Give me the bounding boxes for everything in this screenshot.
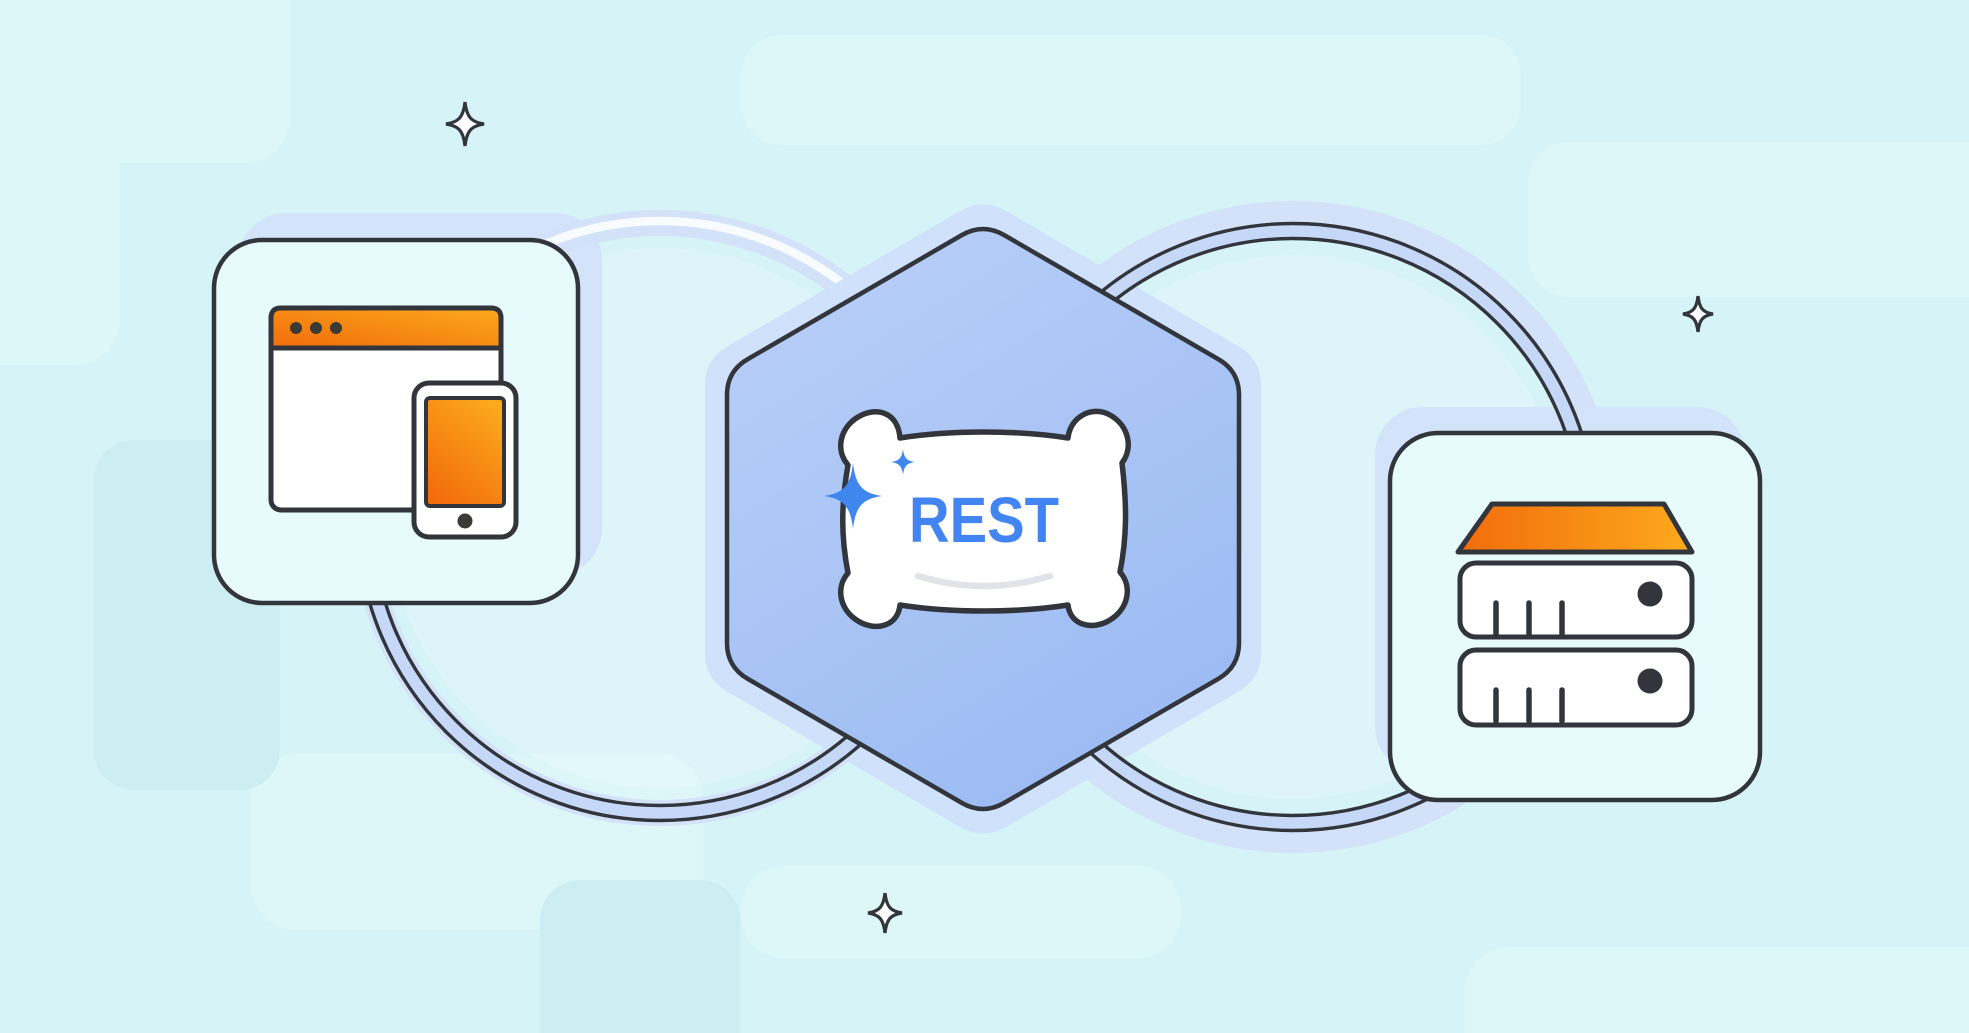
sparkle-large-icon — [824, 463, 882, 529]
link-ring-left — [358, 555, 962, 823]
bg-patch — [741, 866, 1181, 958]
star-icon-right — [1683, 296, 1713, 332]
server-led-2 — [1637, 668, 1663, 694]
sparkle-small-icon — [891, 449, 915, 475]
browser-dot — [310, 322, 322, 334]
client-card — [211, 237, 581, 606]
star-icon-bottom — [868, 893, 902, 933]
bg-patch — [1528, 142, 1969, 297]
browser-dot — [330, 322, 342, 334]
bg-patch — [1465, 947, 1969, 1033]
server-top — [1455, 501, 1695, 555]
bg-patch — [540, 880, 740, 1033]
star-icon-top-left — [446, 102, 484, 146]
server-drawer-2 — [1457, 647, 1695, 728]
pillow-icon: REST — [824, 408, 1131, 630]
server-card — [1387, 430, 1763, 803]
phone-home-button — [457, 513, 473, 529]
pillow-body — [837, 408, 1131, 630]
pillow-smile — [914, 572, 1054, 590]
phone-screen — [424, 396, 506, 508]
rest-label: REST — [909, 484, 1059, 556]
server-drawer-1 — [1457, 560, 1695, 640]
server-icon — [1455, 501, 1695, 728]
browser-dot — [290, 322, 302, 334]
browser-header — [268, 305, 504, 351]
server-led-1 — [1637, 581, 1663, 607]
bg-patch — [0, 0, 290, 163]
smartphone-icon — [411, 380, 519, 540]
bg-patch — [741, 35, 1521, 145]
